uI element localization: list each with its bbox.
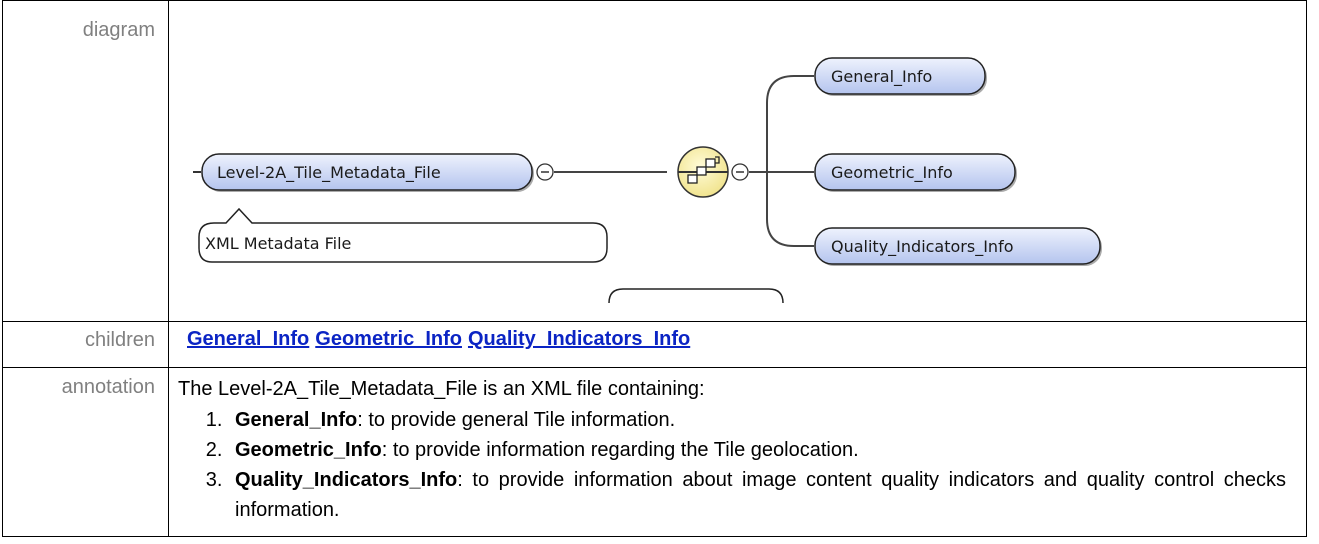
child-link-general-info[interactable]: General_Info (187, 328, 310, 350)
diagram-row: diagram (2, 0, 1307, 322)
list-item: Quality_Indicators_Info: to provide info… (228, 465, 1286, 525)
annotation-label: annotation (2, 367, 169, 537)
item-text: : to provide information regarding the T… (381, 439, 859, 461)
item-text: : to provide general Tile information. (357, 409, 676, 431)
clipped-node-outline (608, 288, 784, 303)
root-annotation-callout: XML Metadata File (198, 207, 608, 263)
compositor-collapse-toggle[interactable] (731, 163, 749, 181)
list-item: General_Info: to provide general Tile in… (228, 405, 1286, 435)
annotation-content: The Level-2A_Tile_Metadata_File is an XM… (168, 367, 1307, 537)
diagram-cell: Level-2A_Tile_Metadata_File (168, 0, 1307, 322)
annotation-row: annotation The Level-2A_Tile_Metadata_Fi… (2, 367, 1307, 537)
child-node-label: Quality_Indicators_Info (831, 237, 1014, 257)
children-label: children (2, 321, 169, 368)
child-link-quality-indicators-info[interactable]: Quality_Indicators_Info (467, 328, 691, 350)
child-node-label: Geometric_Info (831, 163, 953, 183)
child-node-label: General_Info (831, 67, 932, 87)
annotation-list: General_Info: to provide general Tile in… (178, 405, 1286, 525)
child-link-geometric-info[interactable]: Geometric_Info (315, 328, 462, 350)
root-element-label: Level-2A_Tile_Metadata_File (217, 163, 441, 183)
item-name: Quality_Indicators_Info (235, 469, 458, 491)
diagram-label: diagram (2, 0, 169, 322)
item-name: Geometric_Info (235, 439, 382, 461)
item-text: : to provide information about image con… (235, 469, 1286, 521)
root-collapse-toggle[interactable] (536, 163, 554, 181)
child-node-geometric-info[interactable]: Geometric_Info (814, 153, 1017, 192)
schema-doc-table: diagram (2, 0, 1307, 537)
root-element-node[interactable]: Level-2A_Tile_Metadata_File (201, 153, 534, 192)
sequence-compositor-icon[interactable] (677, 146, 729, 198)
list-item: Geometric_Info: to provide information r… (228, 435, 1286, 465)
child-node-general-info[interactable]: General_Info (814, 57, 987, 96)
item-name: General_Info (235, 409, 358, 431)
root-annotation-text: XML Metadata File (205, 234, 351, 253)
annotation-intro: The Level-2A_Tile_Metadata_File is an XM… (178, 378, 705, 400)
schema-diagram: Level-2A_Tile_Metadata_File (193, 57, 1102, 303)
child-node-quality-indicators-info[interactable]: Quality_Indicators_Info (814, 227, 1102, 266)
